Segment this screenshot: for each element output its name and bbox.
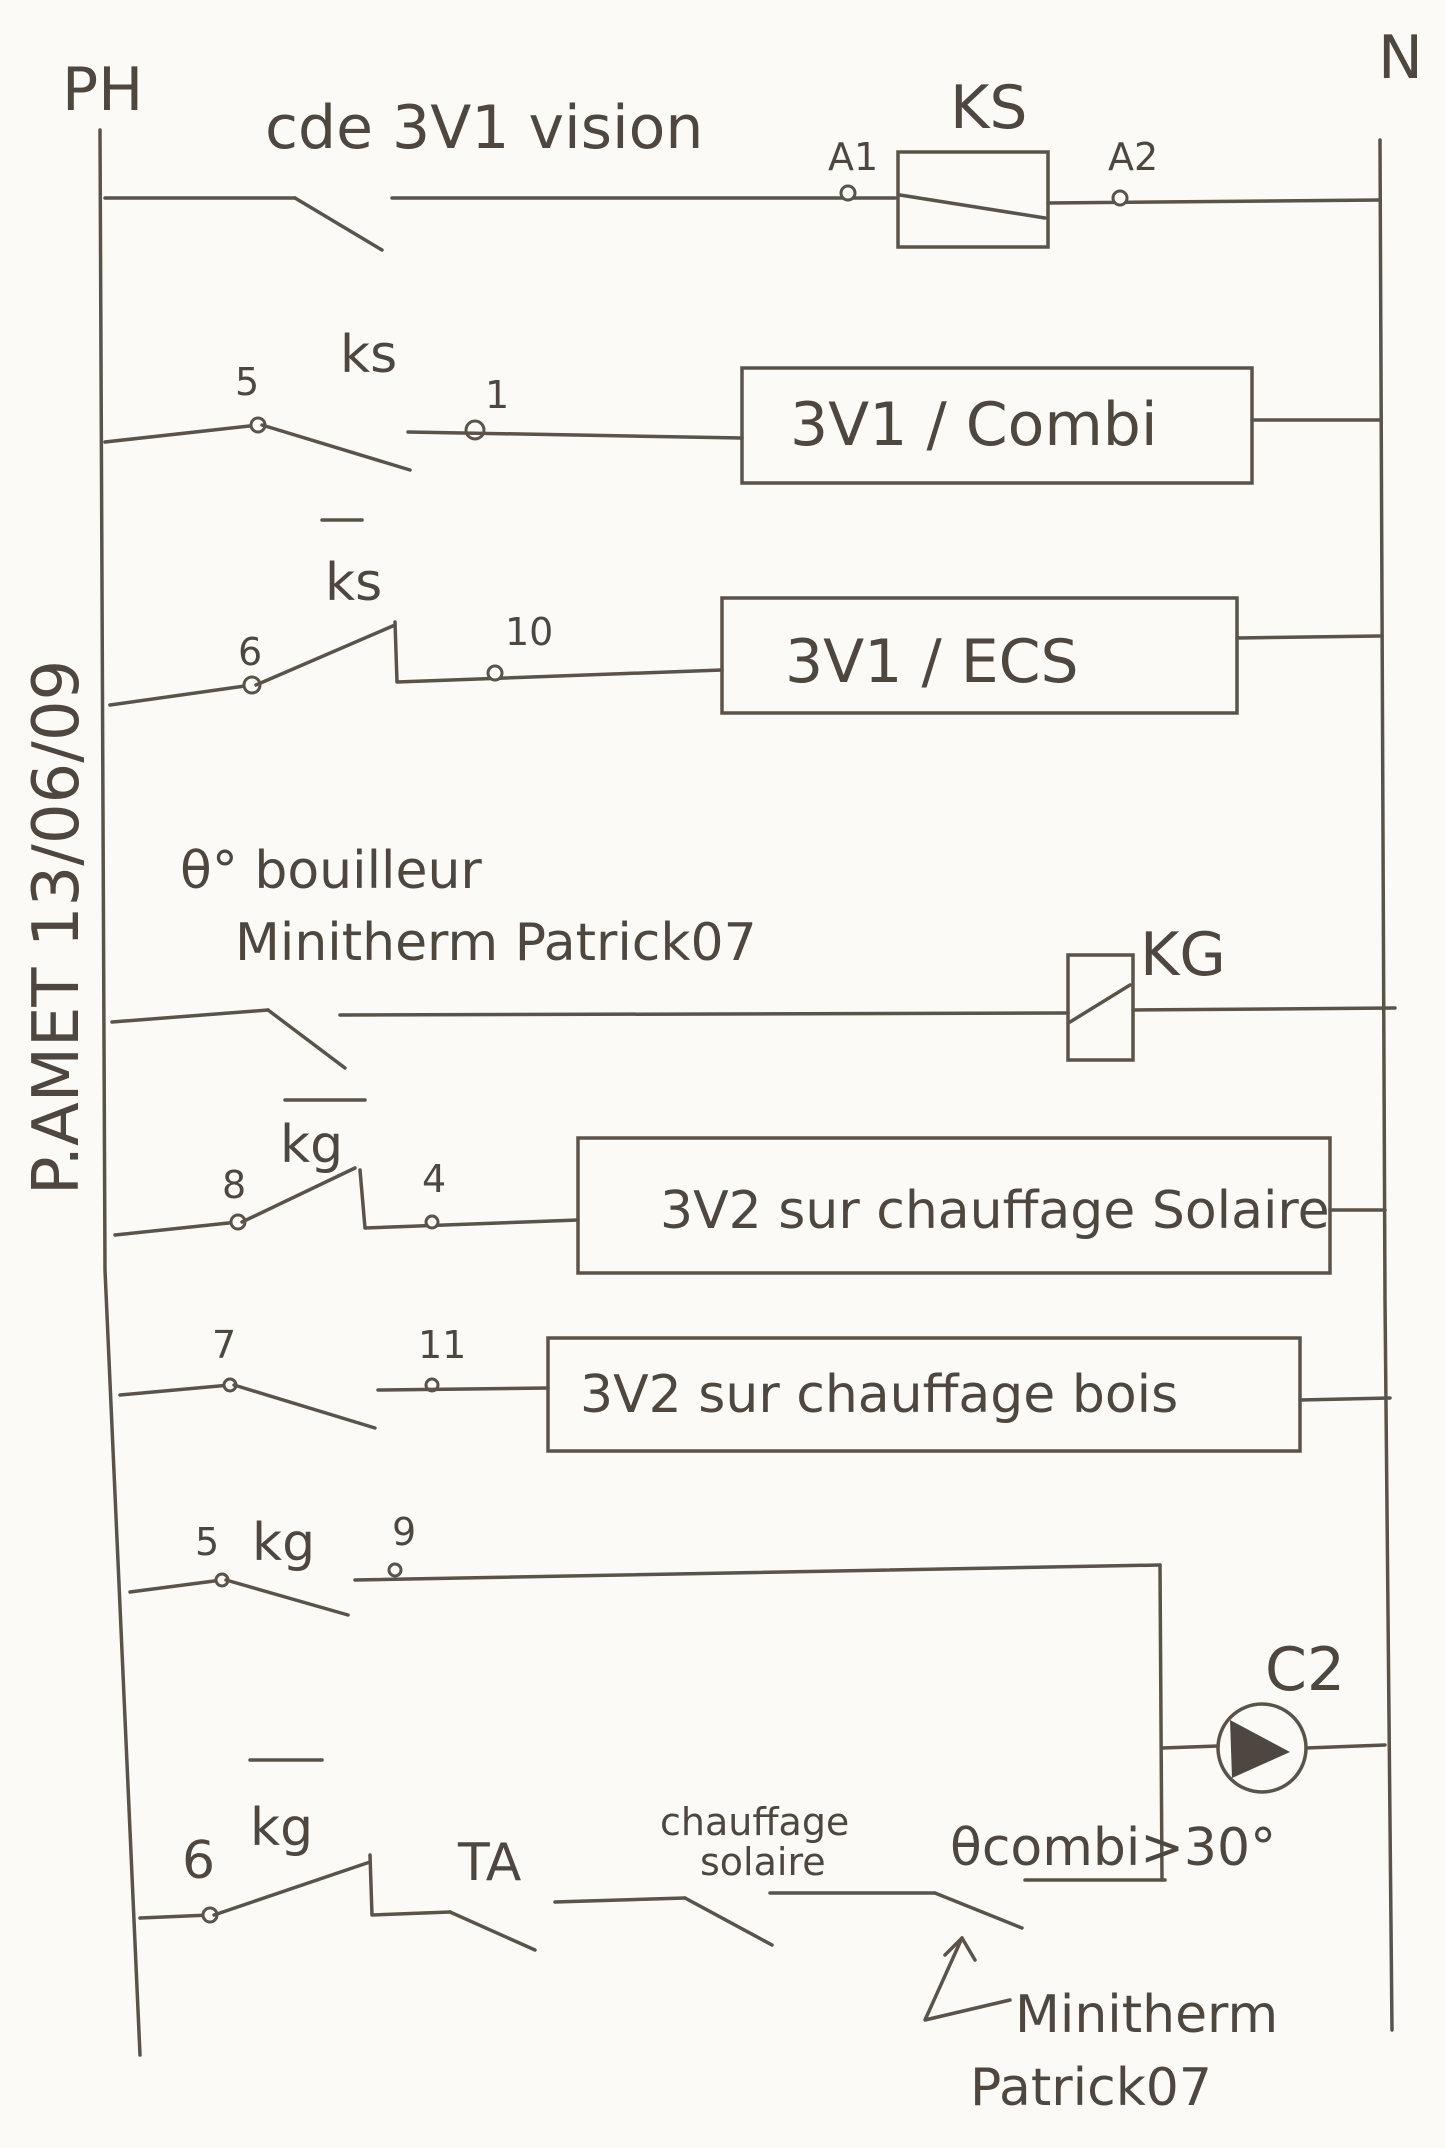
terminal-4-label: 4 bbox=[422, 1157, 446, 1201]
rung-1-switch bbox=[293, 196, 384, 252]
terminal-a2-label: A2 bbox=[1108, 135, 1158, 179]
terminal-a2 bbox=[1111, 189, 1129, 207]
rung-6-wire-mid bbox=[376, 1386, 550, 1392]
load-3v1-combi bbox=[740, 366, 1254, 485]
load-3v1-ecs-label: 3V1 / ECS bbox=[785, 627, 1079, 697]
load-3v1-ecs bbox=[720, 596, 1239, 715]
rung-4-wire-right bbox=[1131, 1006, 1397, 1012]
rung-7-wire-mid bbox=[353, 1563, 1162, 1582]
ks-nc-contact bbox=[254, 623, 397, 687]
kg-contact bbox=[224, 1578, 350, 1617]
terminal-5-kg-label: 5 bbox=[195, 1520, 219, 1564]
neutral-rail bbox=[1378, 138, 1394, 2032]
load-3v2-bois bbox=[546, 1336, 1302, 1453]
rung-4: θ° bouilleur Minitherm Patrick07 KG bbox=[110, 841, 1397, 1070]
combi-switch bbox=[933, 1891, 1024, 1930]
terminal-6-kg-label: 6 bbox=[182, 1831, 215, 1891]
rails: PH N bbox=[62, 23, 1423, 2057]
rung-6-switch bbox=[232, 1383, 377, 1430]
terminal-1 bbox=[464, 419, 486, 441]
bouilleur-switch-label-1: θ° bouilleur bbox=[180, 841, 482, 901]
kg-nc-contact-1-label: kg bbox=[280, 1115, 343, 1175]
rung-6-wire-left bbox=[118, 1383, 232, 1397]
terminal-5-label: 5 bbox=[235, 360, 259, 404]
ta-switch bbox=[448, 1910, 537, 1952]
kg-contact-label: kg bbox=[252, 1513, 315, 1573]
kg-nc-contact-2-label: kg bbox=[250, 1798, 313, 1858]
rung-2-wire-left bbox=[103, 423, 260, 444]
pump-c2-triangle bbox=[1230, 1720, 1290, 1778]
kg-nc-contact-2 bbox=[212, 1860, 372, 1917]
ks-nc-contact-label: ks bbox=[325, 553, 382, 613]
ks-contact bbox=[260, 423, 412, 472]
rung-3: ks 6 10 3V1 / ECS bbox=[108, 518, 1382, 715]
combi-thermostat-label: θcombi>30° bbox=[950, 1818, 1276, 1878]
ks-nc-stop bbox=[393, 620, 724, 684]
rung-3-wire-right bbox=[1235, 634, 1382, 640]
terminal-6-label: 6 bbox=[238, 630, 262, 674]
rung-5-wire-left bbox=[113, 1220, 240, 1237]
ks-coil bbox=[896, 150, 1050, 249]
rung-3-wire-left bbox=[108, 683, 254, 707]
rung-4-wire-left bbox=[110, 1008, 270, 1024]
load-3v2-solaire bbox=[576, 1136, 1332, 1275]
kg-coil-label: KG bbox=[1140, 920, 1226, 990]
minitherm-arrow-head bbox=[943, 1936, 977, 1962]
terminal-7-label: 7 bbox=[212, 1323, 236, 1367]
terminal-a1-label: A1 bbox=[828, 135, 878, 179]
terminal-a1 bbox=[839, 184, 857, 202]
solaire-label-2: solaire bbox=[700, 1840, 826, 1884]
minitherm-note-2: Patrick07 bbox=[970, 2058, 1212, 2118]
solaire-label-1: chauffage bbox=[660, 1800, 849, 1844]
rung-8-wire-a bbox=[553, 1896, 687, 1904]
rung-8-wire-left bbox=[138, 1913, 212, 1920]
load-3v2-bois-label: 3V2 sur chauffage bois bbox=[580, 1365, 1178, 1425]
terminal-4 bbox=[424, 1214, 440, 1230]
load-3v2-solaire-label: 3V2 sur chauffage Solaire bbox=[660, 1181, 1330, 1241]
ta-label: TA bbox=[457, 1833, 522, 1893]
terminal-9-label: 9 bbox=[392, 1510, 416, 1554]
terminal-10-label: 10 bbox=[505, 610, 553, 654]
rung-7: kg 5 9 C2 bbox=[128, 1510, 1387, 1882]
rung-1-wire-right bbox=[1046, 198, 1382, 205]
terminal-8-label: 8 bbox=[222, 1163, 246, 1207]
ks-coil-label: KS bbox=[950, 73, 1027, 143]
pump-wire-right bbox=[1304, 1743, 1387, 1750]
minitherm-arrow bbox=[923, 1936, 1012, 2022]
bouilleur-switch-label-2: Minitherm Patrick07 bbox=[235, 913, 757, 973]
rung-5: kg 8 4 3V2 sur chauffage Solaire bbox=[113, 1098, 1387, 1275]
bouilleur-switch bbox=[266, 1008, 347, 1070]
minitherm-note-1: Minitherm bbox=[1015, 1985, 1278, 2045]
rung-6: 7 11 3V2 sur chauffage bois bbox=[118, 1323, 1392, 1453]
terminal-10 bbox=[486, 664, 504, 682]
terminal-9 bbox=[387, 1562, 403, 1578]
solaire-switch bbox=[683, 1896, 774, 1947]
rung-6-wire-right bbox=[1298, 1396, 1392, 1402]
rung-2-wire-mid bbox=[406, 430, 744, 440]
kg-nc-stop-1 bbox=[358, 1168, 580, 1230]
phase-rail bbox=[98, 128, 142, 2057]
kg-nc-contact-1 bbox=[240, 1166, 357, 1224]
rung-4-wire-mid bbox=[338, 1011, 1070, 1017]
rung-1-switch-label: cde 3V1 vision bbox=[265, 93, 703, 163]
rung-2: 5 1 ks 3V1 / Combi bbox=[103, 325, 1382, 485]
rung-8: kg 6 TA chauffage solaire θcombi>30° Min… bbox=[138, 1758, 1278, 2118]
ks-coil-diagonal bbox=[898, 193, 1047, 220]
terminal-1-label: 1 bbox=[485, 373, 509, 417]
phase-rail-label: PH bbox=[62, 55, 143, 125]
rung-7-wire-left bbox=[128, 1578, 224, 1594]
author-date-note: P.AMET 13/06/09 bbox=[20, 660, 94, 1195]
pump-c2-label: C2 bbox=[1265, 1635, 1345, 1705]
ks-contact-label: ks bbox=[340, 325, 397, 385]
terminal-11-label: 11 bbox=[418, 1323, 466, 1367]
rung-1: cde 3V1 vision KS A1 A2 bbox=[103, 73, 1382, 252]
kg-coil-diagonal bbox=[1068, 983, 1132, 1024]
pump-feed bbox=[1158, 1563, 1164, 1882]
pump-wire-left bbox=[1160, 1744, 1220, 1750]
neutral-rail-label: N bbox=[1378, 23, 1423, 93]
kg-coil bbox=[1066, 953, 1135, 1062]
kg-nc-stop-2 bbox=[368, 1853, 452, 1917]
load-3v1-combi-label: 3V1 / Combi bbox=[790, 390, 1158, 460]
